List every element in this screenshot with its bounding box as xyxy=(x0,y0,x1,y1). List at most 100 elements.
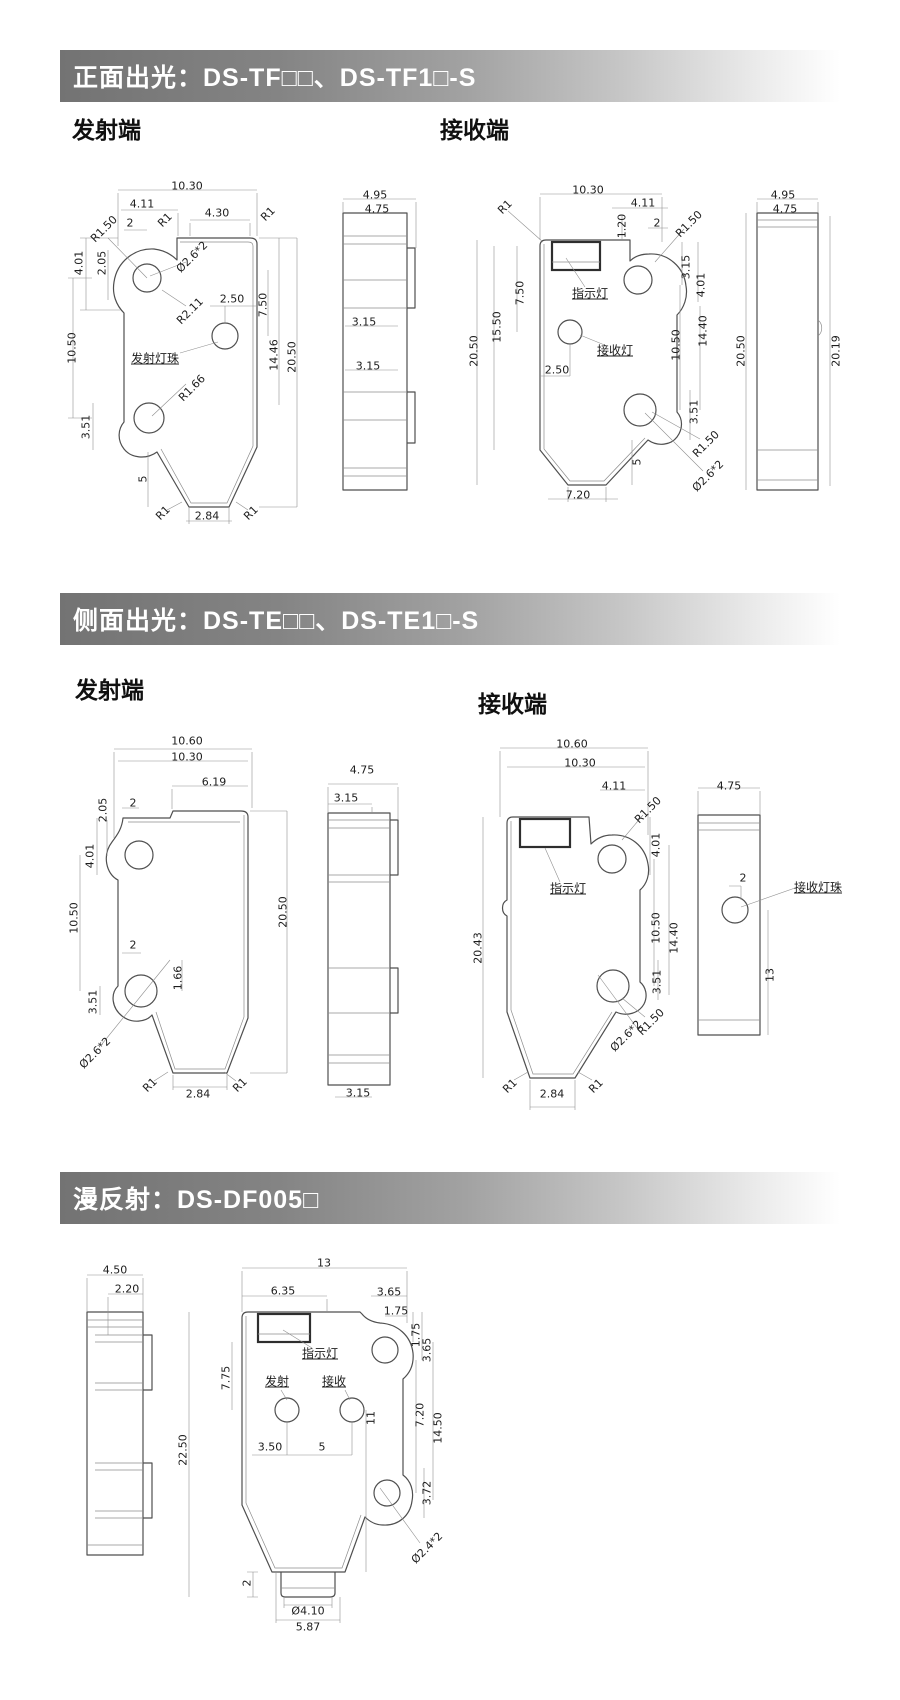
dim-label: 20.50 xyxy=(734,335,748,367)
cable-stub xyxy=(280,1572,336,1598)
callout-label: 发射 xyxy=(264,1374,290,1389)
dim-label: 4.95 xyxy=(362,188,388,202)
dim-label: 1.20 xyxy=(615,213,629,239)
dim-label: 4.11 xyxy=(129,197,155,211)
emitter-heading-2: 发射端 xyxy=(75,677,144,703)
section-title-front-emit: 正面出光：DS-TF□□、DS-TF1□-S xyxy=(73,64,477,92)
callout-label: 发射灯珠 xyxy=(130,351,180,366)
dim-label: 7.50 xyxy=(256,292,270,318)
dim-label: 20.43 xyxy=(471,932,485,964)
dim-label: 4.11 xyxy=(601,779,627,793)
mounting-hole-top xyxy=(371,1336,399,1364)
receive-led-hole xyxy=(339,1397,365,1423)
dim-label: 13 xyxy=(317,1256,331,1270)
s1-emitter-front-view xyxy=(68,189,298,524)
dim-label: Ø4.10 xyxy=(291,1604,325,1618)
dim-label: 13 xyxy=(763,968,777,982)
dim-label: 5 xyxy=(136,475,150,483)
dim-label: 2 xyxy=(739,871,747,885)
callout-label: 指示灯 xyxy=(571,286,609,301)
dim-label: 14.40 xyxy=(696,315,710,347)
dim-label: 2.20 xyxy=(114,1282,140,1296)
dim-label: 14.40 xyxy=(667,922,681,954)
receiver-heading-2: 接收端 xyxy=(478,691,547,717)
receiver-heading-1: 接收端 xyxy=(440,117,509,143)
dim-label: 3.15 xyxy=(355,359,381,373)
receiver-led-lens xyxy=(721,896,749,924)
dim-label: 3.51 xyxy=(687,399,701,425)
mounting-hole-bottom xyxy=(596,969,630,1003)
dim-label: 7.20 xyxy=(565,488,591,502)
dim-label: 4.01 xyxy=(72,250,86,276)
dim-label: 1.75 xyxy=(383,1304,409,1318)
receiver-led-hole xyxy=(557,319,583,345)
dim-label: 10.60 xyxy=(171,734,203,748)
dim-label: 3.15 xyxy=(333,791,359,805)
dim-label: 2.05 xyxy=(96,797,110,823)
mounting-hole-top xyxy=(623,265,653,295)
dim-label: 2 xyxy=(653,216,661,230)
dim-label: 10.50 xyxy=(65,332,79,364)
dim-label: 10.30 xyxy=(171,750,203,764)
callout-label: 接收 xyxy=(321,1374,347,1389)
dim-label: 2 xyxy=(129,796,137,810)
dim-label: 4.30 xyxy=(204,206,230,220)
dim-label: 14.46 xyxy=(267,339,281,371)
section-banner-diffuse: 漫反射：DS-DF005□ xyxy=(60,1172,840,1224)
callout-label: 接收灯珠 xyxy=(793,880,843,895)
technical-drawing-side-emit xyxy=(79,747,796,1110)
s3-side-view xyxy=(86,1274,153,1556)
mounting-hole-bottom xyxy=(133,402,165,434)
dim-label: 2.50 xyxy=(544,363,570,377)
mounting-hole-top xyxy=(124,840,154,870)
mounting-hole-top xyxy=(597,844,627,874)
dim-label: 10.30 xyxy=(564,756,596,770)
dim-label: 3.51 xyxy=(79,414,93,440)
dim-label: 7.75 xyxy=(219,1365,233,1391)
dim-label: 2 xyxy=(129,938,137,952)
dim-label: 3.65 xyxy=(420,1337,434,1363)
mounting-hole-bottom xyxy=(623,393,657,427)
s2-receiver-front-view xyxy=(482,747,670,1110)
dim-label: 3.65 xyxy=(376,1285,402,1299)
dim-label: 3.50 xyxy=(257,1440,283,1454)
dim-label: 4.75 xyxy=(772,202,798,216)
dim-label: 7.50 xyxy=(513,280,527,306)
section-banner-side-emit: 侧面出光：DS-TE□□、DS-TE1□-S xyxy=(60,593,840,645)
dim-label: 3.51 xyxy=(650,969,664,995)
dim-label: 2.84 xyxy=(194,509,220,523)
dim-label: 22.50 xyxy=(176,1434,190,1466)
dim-label: 2 xyxy=(126,216,134,230)
dim-label: 20.50 xyxy=(285,341,299,373)
dim-label: 14.50 xyxy=(431,1412,445,1444)
section-title-diffuse: 漫反射：DS-DF005□ xyxy=(73,1186,320,1214)
dim-label: 11 xyxy=(364,1411,378,1425)
technical-drawing-diffuse xyxy=(86,1267,434,1623)
s1-receiver-side-view xyxy=(745,198,831,491)
emit-led-hole xyxy=(274,1397,300,1423)
indicator-window xyxy=(550,240,602,272)
dim-label: 7.20 xyxy=(413,1402,427,1428)
dim-label: 4.75 xyxy=(364,202,390,216)
s3-front-view xyxy=(188,1267,434,1623)
dim-label: 4.11 xyxy=(630,196,656,210)
dim-label: 2 xyxy=(240,1579,254,1587)
dim-label: 4.75 xyxy=(716,779,742,793)
dim-label: 10.60 xyxy=(556,737,588,751)
mounting-hole-top xyxy=(132,263,162,293)
dim-label: 6.35 xyxy=(270,1284,296,1298)
callout-label: 指示灯 xyxy=(301,1346,339,1361)
dim-label: 10.30 xyxy=(171,179,203,193)
s2-receiver-side-view xyxy=(697,787,796,1036)
dim-label: 3.15 xyxy=(679,254,693,280)
dim-label: 3.15 xyxy=(345,1086,371,1100)
dim-label: 3.15 xyxy=(351,315,377,329)
dim-label: 10.30 xyxy=(572,183,604,197)
dim-label: 4.01 xyxy=(694,272,708,298)
dim-label: 4.01 xyxy=(83,843,97,869)
dim-label: 5 xyxy=(630,458,644,466)
indicator-window xyxy=(518,817,572,849)
